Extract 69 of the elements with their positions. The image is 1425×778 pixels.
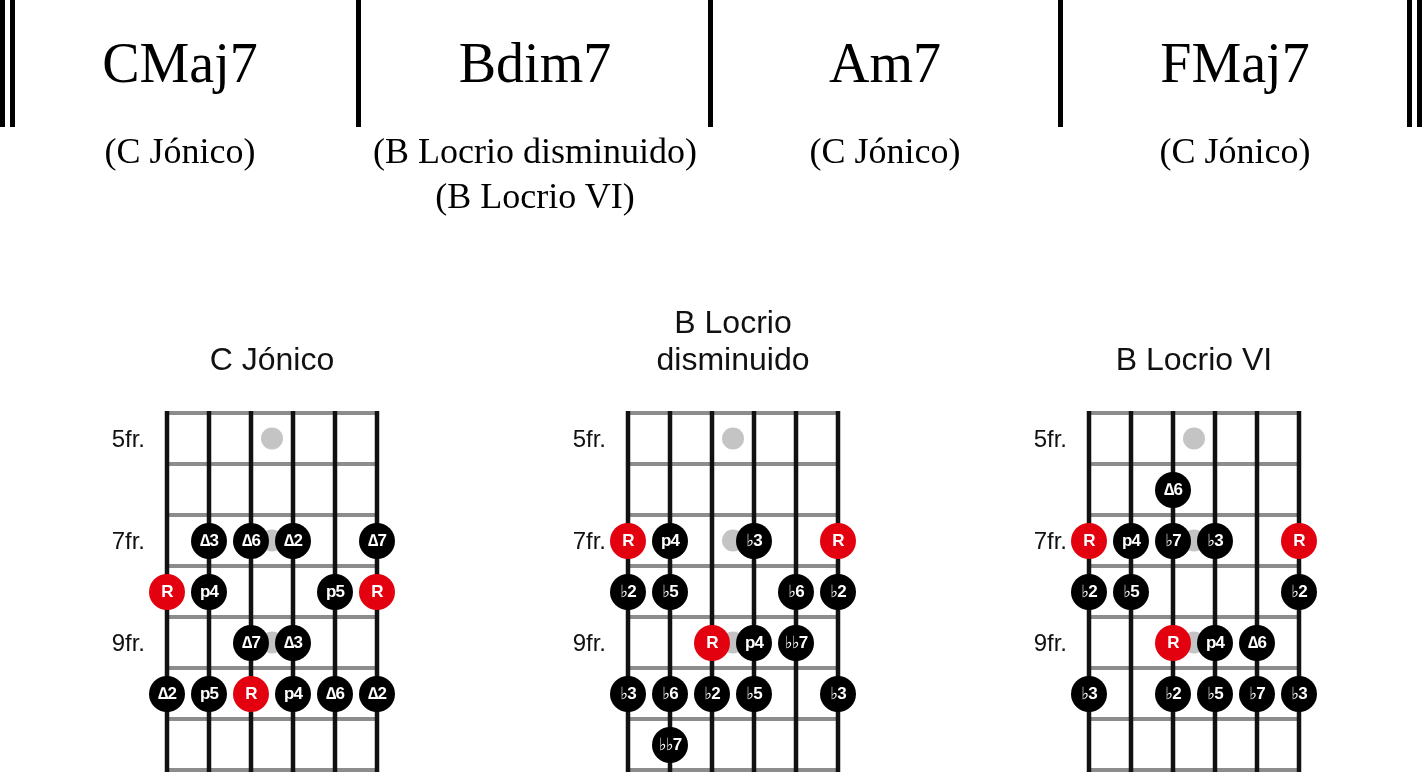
note-dot: ∆6 [233,522,269,559]
note-dot: ∆6 [317,675,353,712]
note-dot: ∆6 [1155,471,1191,508]
note-dot: ♭7 [1155,522,1191,559]
note-dot: ♭5 [1197,675,1233,712]
note-dot: p4 [736,624,772,661]
note-dot: ∆3 [275,624,311,661]
note-dot: p4 [1113,522,1149,559]
note-dot: p5 [191,675,227,712]
fret-label: 9fr. [572,630,606,655]
note-dot: ∆6 [1239,624,1275,661]
fret-label: 9fr. [111,630,145,655]
note-dot: R [694,624,730,661]
note-dot: ∆2 [275,522,311,559]
scale-name: (B Locrio VI) [435,178,635,214]
note-dot: ♭5 [1113,573,1149,610]
note-dot: ♭2 [1071,573,1107,610]
fret-label: 5fr. [111,426,145,451]
note-dot: ♭6 [778,573,814,610]
scale-title: B Locrio VI [1115,341,1273,378]
chord-name: Bdim7 [458,35,612,91]
note-dot: ♭3 [1281,675,1317,712]
fret-label: 5fr. [1033,426,1067,451]
note-dot: ∆3 [191,522,227,559]
note-dot: ♭2 [694,675,730,712]
scale-title: B Locrio disminuido [655,304,811,378]
note-dot: R [1155,624,1191,661]
note-dot: R [233,675,269,712]
note-dot: R [1071,522,1107,559]
note-dot: ♭5 [652,573,688,610]
fret-label: 5fr. [572,426,606,451]
note-dot: ♭3 [610,675,646,712]
note-dot: p5 [317,573,353,610]
note-dot: R [610,522,646,559]
scale-name: (C Jónico) [1159,133,1311,169]
scale-name: (C Jónico) [104,133,256,169]
note-dot: ♭5 [736,675,772,712]
note-dot: p4 [191,573,227,610]
scale-name: (C Jónico) [809,133,961,169]
note-dot: ♭6 [652,675,688,712]
note-dot: ∆2 [149,675,185,712]
fret-label: 7fr. [572,528,606,553]
note-dot: R [149,573,185,610]
note-dot: ♭2 [1281,573,1317,610]
note-dot: R [1281,522,1317,559]
note-dot: ∆7 [359,522,395,559]
note-dot: ♭2 [610,573,646,610]
note-dot: ♭2 [1155,675,1191,712]
note-dot: ♭♭7 [652,726,688,763]
note-dot: ♭3 [1071,675,1107,712]
note-dot: p4 [652,522,688,559]
note-dot: ♭2 [820,573,856,610]
note-dot: ♭3 [820,675,856,712]
note-dot: p4 [1197,624,1233,661]
note-dot: R [820,522,856,559]
fret-label: 7fr. [111,528,145,553]
note-dot: R [359,573,395,610]
scale-name: (B Locrio disminuido) [373,133,697,169]
note-dot: ∆7 [233,624,269,661]
note-dot: ♭3 [736,522,772,559]
fret-label: 7fr. [1033,528,1067,553]
note-dot: ∆2 [359,675,395,712]
note-dot: ♭3 [1197,522,1233,559]
scale-title: C Jónico [209,341,335,378]
fret-label: 9fr. [1033,630,1067,655]
note-dot: ♭♭7 [778,624,814,661]
chord-name: Am7 [829,35,941,91]
note-dot: ♭7 [1239,675,1275,712]
note-dot: p4 [275,675,311,712]
